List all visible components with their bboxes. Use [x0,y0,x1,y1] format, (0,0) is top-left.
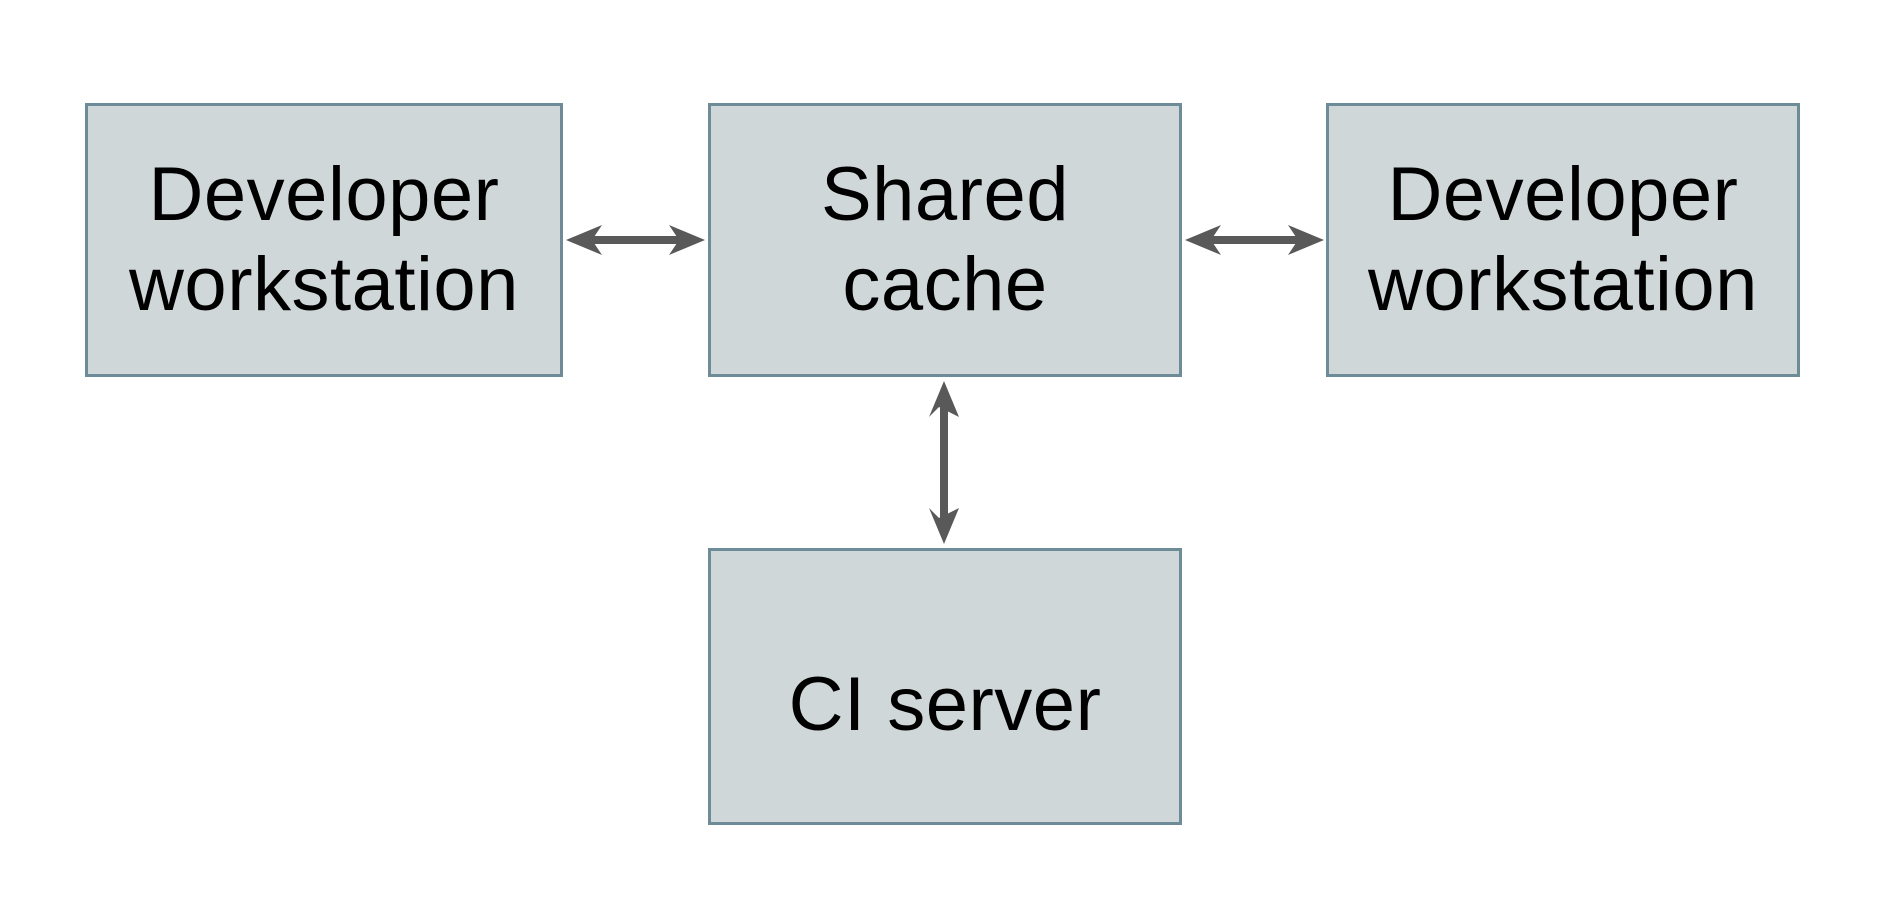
edge-devleft-sharedcache-bidirectional-arrow [566,225,705,255]
node-label-developer-workstation-right: Developer workstation [1368,152,1758,327]
edge-sharedcache-ciserver-bidirectional-arrow [929,381,959,544]
node-label-shared-cache: Shared cache [820,152,1070,327]
node-label-ci-server: CI server [788,661,1102,747]
node-developer-workstation-left: Developer workstation [85,103,563,377]
edge-sharedcache-devright-bidirectional-arrow [1185,225,1324,255]
node-label-developer-workstation-left: Developer workstation [129,152,519,327]
node-ci-server: CI server [708,548,1182,825]
node-developer-workstation-right: Developer workstation [1326,103,1800,377]
node-shared-cache: Shared cache [708,103,1182,377]
